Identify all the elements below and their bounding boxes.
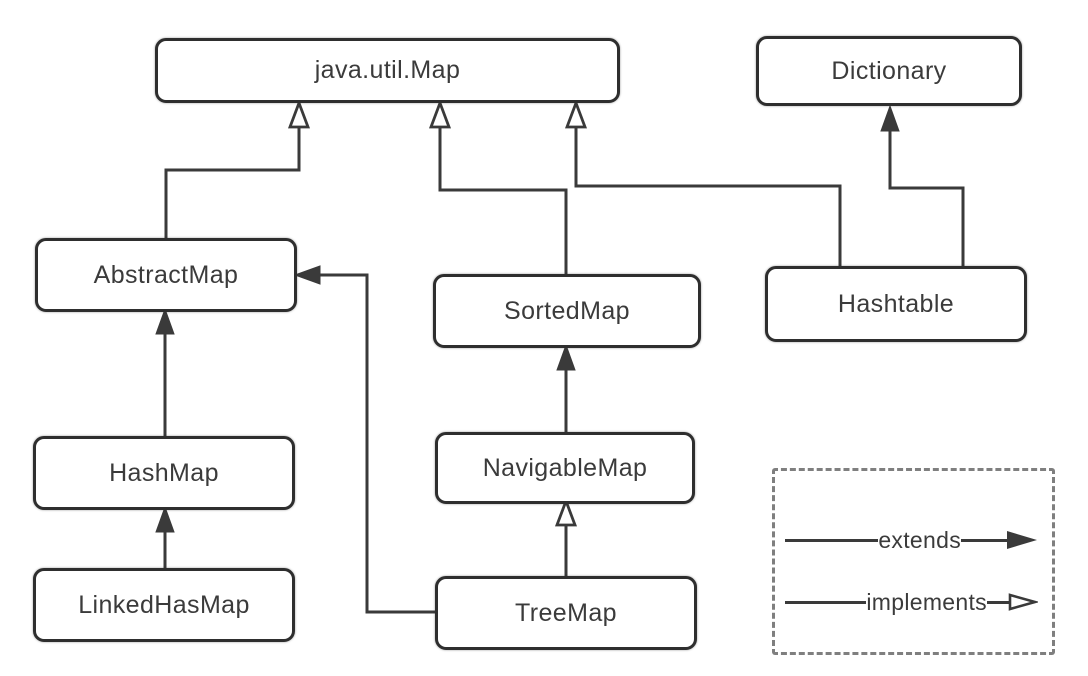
edge-hashtable-extends-dictionary <box>880 104 965 268</box>
extends-line-tail <box>961 538 1007 542</box>
node-sortedmap: SortedMap <box>433 274 701 348</box>
implements-arrow-icon <box>1008 593 1038 611</box>
edge-treemap-implements-navigablemap <box>554 497 578 576</box>
node-abstractmap: AbstractMap <box>35 238 297 312</box>
legend-extends-row: extends <box>785 526 1038 553</box>
node-label: java.util.Map <box>314 56 461 84</box>
node-navigablemap: NavigableMap <box>435 432 695 504</box>
node-label: TreeMap <box>515 598 617 627</box>
legend-implements-row: implements <box>785 588 1038 615</box>
edge-treemap-extends-abstractmap <box>293 265 435 614</box>
edge-linkedhasmap-extends-hashmap <box>155 505 175 568</box>
implements-label: implements <box>866 588 987 615</box>
node-linkedhasmap: LinkedHasMap <box>33 568 295 642</box>
node-label: NavigableMap <box>482 453 648 482</box>
node-label: HashMap <box>109 458 219 487</box>
node-label: AbstractMap <box>93 260 239 289</box>
node-label: SortedMap <box>504 296 630 325</box>
edge-hashtable-implements-map <box>564 99 842 268</box>
extends-arrow-icon <box>1007 531 1037 549</box>
node-treemap: TreeMap <box>435 576 697 650</box>
extends-label: extends <box>878 526 961 553</box>
edge-abstractmap-implements-map <box>164 99 311 240</box>
node-hashmap: HashMap <box>33 436 295 510</box>
extends-line <box>785 538 879 542</box>
node-label: LinkedHasMap <box>78 590 250 619</box>
node-label: Hashtable <box>837 289 955 318</box>
node-label: Dictionary <box>831 56 947 85</box>
implements-line <box>785 600 867 604</box>
implements-line-tail <box>987 600 1009 604</box>
node-java-util-map: java.util.Map <box>155 38 620 103</box>
edge-navigablemap-extends-sortedmap <box>556 343 576 432</box>
node-hashtable: Hashtable <box>765 266 1027 342</box>
edge-hashmap-extends-abstractmap <box>155 307 175 436</box>
edge-sortedmap-implements-map <box>428 99 568 276</box>
node-dictionary: Dictionary <box>756 36 1022 106</box>
legend: extends implements <box>772 468 1055 655</box>
